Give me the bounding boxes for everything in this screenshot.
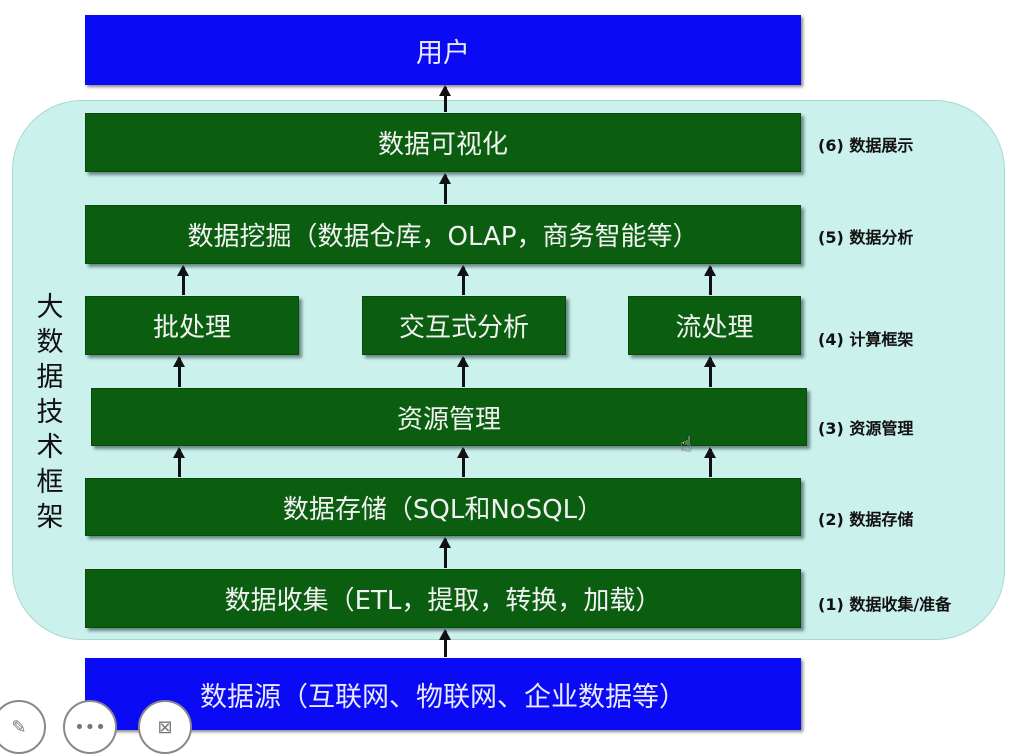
arrow-up-icon: [457, 356, 469, 387]
arrow-up-icon: [704, 356, 716, 387]
storage-layer: 数据存储（SQL和NoSQL）: [85, 478, 801, 536]
label-compute-framework: (4) 计算框架: [818, 330, 914, 349]
label-data-analysis: (5) 数据分析: [818, 228, 914, 247]
visualization-layer: 数据可视化: [85, 113, 801, 172]
label-data-storage: (2) 数据存储: [818, 510, 914, 529]
hand-cursor-icon: ☝: [680, 432, 693, 456]
arrow-up-icon: [439, 537, 451, 568]
resource-management-layer: 资源管理: [91, 388, 807, 446]
framework-panel: [12, 100, 1005, 640]
user-box: 用户: [85, 15, 801, 85]
arrow-up-icon: [177, 265, 189, 295]
arrow-up-icon: [439, 173, 451, 204]
framework-title: 大数据技术框架: [36, 292, 64, 533]
arrow-up-icon: [457, 447, 469, 477]
arrow-up-icon: [439, 85, 451, 112]
data-source-box: 数据源（互联网、物联网、企业数据等）: [85, 658, 801, 730]
stream-processing-box: 流处理: [628, 296, 801, 355]
label-data-collection: (1) 数据收集/准备: [818, 595, 952, 614]
arrow-up-icon: [704, 447, 716, 477]
mining-layer: 数据挖掘（数据仓库，OLAP，商务智能等）: [85, 205, 801, 264]
arrow-up-icon: [439, 629, 451, 657]
arrow-up-icon: [457, 265, 469, 295]
close-screen-icon[interactable]: ⊠: [138, 700, 192, 754]
arrow-up-icon: [173, 447, 185, 477]
collection-layer: 数据收集（ETL，提取，转换，加载）: [85, 569, 801, 628]
pen-tool-icon[interactable]: ✎: [0, 700, 46, 754]
more-options-icon[interactable]: •••: [63, 700, 117, 754]
arrow-up-icon: [173, 356, 185, 387]
interactive-analysis-box: 交互式分析: [362, 296, 566, 355]
arrow-up-icon: [704, 265, 716, 295]
batch-processing-box: 批处理: [85, 296, 299, 355]
label-resource-management: (3) 资源管理: [818, 419, 914, 438]
label-data-display: (6) 数据展示: [818, 136, 914, 155]
